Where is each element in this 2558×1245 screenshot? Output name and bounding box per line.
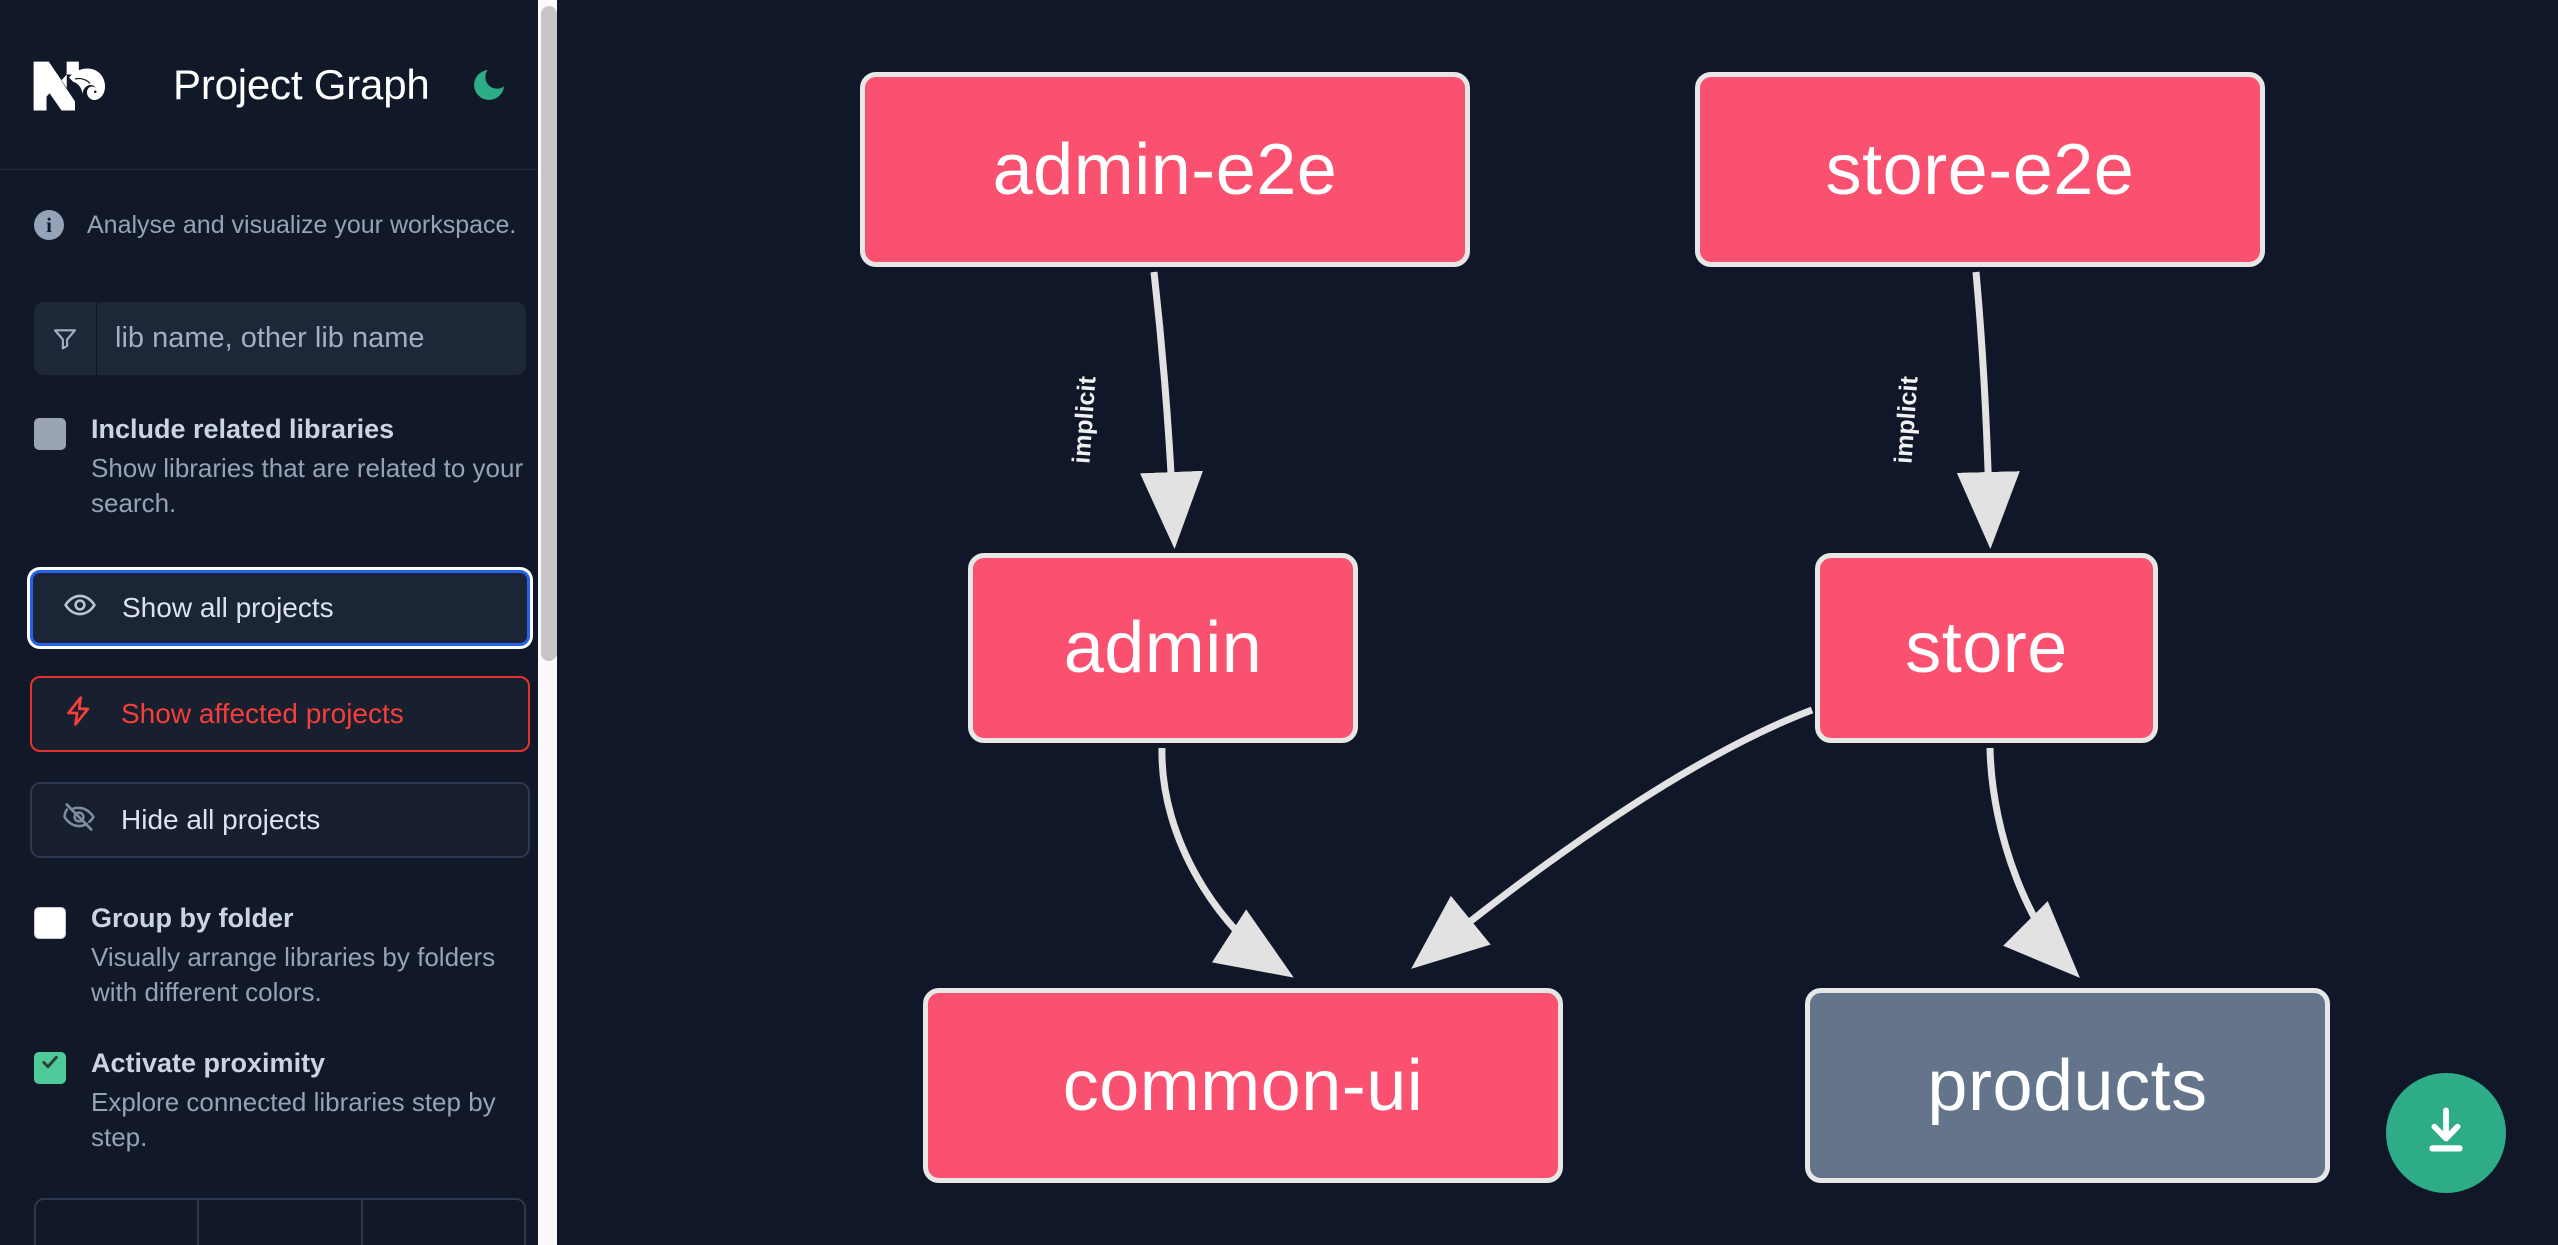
segment-option-3[interactable] (363, 1200, 524, 1245)
show-all-projects-label: Show all projects (122, 591, 334, 623)
checkbox-row-activate-proximity[interactable]: Activate proximity Explore connected lib… (0, 1047, 560, 1156)
checkbox-description: Explore connected libraries step by step… (91, 1086, 496, 1153)
funnel-filter-icon (34, 302, 97, 375)
download-image-button[interactable] (2386, 1073, 2506, 1193)
checkbox-description: Visually arrange libraries by folders wi… (91, 941, 496, 1008)
sidebar-divider (557, 0, 560, 1245)
checkbox-unchecked-icon[interactable] (34, 906, 66, 939)
checkbox-description: Show libraries that are related to your … (91, 452, 524, 519)
node-label: admin-e2e (992, 129, 1338, 210)
segmented-control-group[interactable] (34, 1197, 526, 1245)
show-all-projects-button[interactable]: Show all projects (30, 569, 530, 646)
info-circle-icon: i (34, 210, 64, 240)
graph-canvas[interactable]: admin-e2e store-e2e admin store common-u… (560, 0, 2558, 1245)
node-label: common-ui (1062, 1045, 1424, 1126)
eye-icon (63, 588, 97, 627)
nx-logo-icon (30, 54, 120, 116)
sidebar-header: Project Graph (0, 0, 560, 170)
hide-all-projects-label: Hide all projects (121, 803, 321, 835)
info-banner: i Analyse and visualize your workspace. (0, 170, 560, 240)
segment-option-2[interactable] (199, 1199, 363, 1245)
info-text: Analyse and visualize your workspace. (87, 210, 517, 239)
checkbox-label: Group by folder (91, 902, 294, 933)
page-title: Project Graph (173, 60, 430, 108)
checkbox-label: Include related libraries (91, 414, 395, 444)
node-label: store-e2e (1825, 129, 2135, 210)
project-visibility-buttons: Show all projects Show affected projects (0, 569, 560, 858)
checkbox-label: Activate proximity (91, 1047, 326, 1078)
lightning-bolt-icon (62, 694, 96, 733)
node-label: store (1905, 608, 2068, 688)
show-affected-projects-label: Show affected projects (121, 697, 404, 729)
edge-label-admin-e2e-admin: implicit (1067, 375, 1102, 465)
graph-node-admin[interactable]: admin (968, 553, 1358, 743)
checkbox-checked-icon[interactable] (34, 1051, 66, 1084)
hide-all-projects-button[interactable]: Hide all projects (30, 781, 530, 858)
graph-edges (1140, 271, 2080, 978)
sidebar: Project Graph i Analyse and visualize yo… (0, 0, 560, 1245)
graph-node-store[interactable]: store (1815, 553, 2158, 743)
checkbox-unchecked-icon[interactable] (34, 418, 66, 450)
sidebar-scrollbar-thumb[interactable] (541, 6, 557, 661)
show-affected-projects-button[interactable]: Show affected projects (30, 675, 530, 752)
node-label: products (1927, 1045, 2208, 1126)
node-label: admin (1063, 608, 1263, 688)
filter-input-wrapper[interactable] (34, 302, 526, 375)
graph-node-common-ui[interactable]: common-ui (923, 988, 1563, 1183)
search-input[interactable] (97, 302, 526, 375)
moon-icon[interactable] (466, 62, 512, 108)
graph-node-admin-e2e[interactable]: admin-e2e (860, 72, 1470, 267)
segment-option-1[interactable] (36, 1199, 200, 1245)
graph-node-store-e2e[interactable]: store-e2e (1695, 72, 2265, 267)
edge-label-store-e2e-store: implicit (1889, 375, 1924, 465)
eye-off-icon (62, 800, 96, 839)
checkbox-row-group-by-folder[interactable]: Group by folder Visually arrange librari… (0, 902, 560, 1011)
download-icon (2417, 1102, 2475, 1165)
graph-node-products[interactable]: products (1805, 988, 2330, 1183)
checkbox-row-include-related-libraries[interactable]: Include related libraries Show libraries… (0, 413, 560, 522)
sidebar-scrollbar[interactable] (538, 0, 560, 1245)
